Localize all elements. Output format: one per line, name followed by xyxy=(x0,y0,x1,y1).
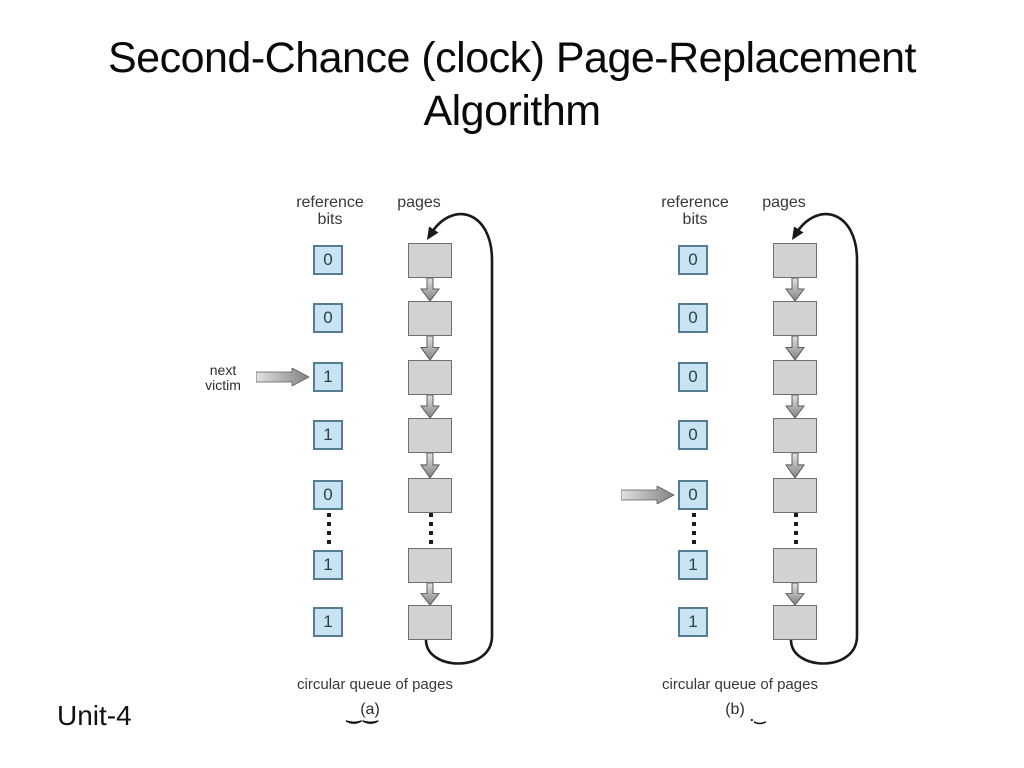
reference-bit-box: 0 xyxy=(678,420,708,450)
pages-header: pages xyxy=(397,194,441,211)
reference-bit-value: 0 xyxy=(688,308,698,327)
ellipsis-dots xyxy=(692,513,696,544)
reference-bits-header-line2: bits xyxy=(317,211,343,228)
diagram-b: reference bits pages 0 0 0 0 0 1 1 circular qu… xyxy=(565,190,865,738)
caption-a: (a) xyxy=(360,701,380,718)
reference-bits-header: reference bits xyxy=(270,194,390,228)
victim-pointer-arrow xyxy=(256,368,310,386)
next-victim-label-line: next xyxy=(209,362,237,378)
obscured-footer-text-fragment: .‿ xyxy=(750,709,767,724)
reference-bit-value: 0 xyxy=(323,485,333,504)
reference-bit-box: 1 xyxy=(313,420,343,450)
page-frame-box xyxy=(773,605,817,640)
slide-title: Second-Chance (clock) Page-Replacement A… xyxy=(0,32,1024,138)
reference-bits-header: reference bits xyxy=(635,194,755,228)
page-frame-box xyxy=(773,548,817,583)
page-link-arrow-down xyxy=(785,583,805,606)
reference-bit-box: 0 xyxy=(678,245,708,275)
page-link-arrow-down xyxy=(420,278,440,302)
reference-bit-value: 0 xyxy=(323,308,333,327)
slide-title-line2: Algorithm xyxy=(423,87,601,135)
reference-bit-value: 0 xyxy=(688,485,698,504)
reference-bit-box: 0 xyxy=(313,303,343,333)
page-frame-box xyxy=(773,418,817,453)
page-link-arrow-down xyxy=(785,336,805,361)
page-frame-box xyxy=(773,478,817,513)
reference-bit-value: 0 xyxy=(688,425,698,444)
reference-bit-value: 1 xyxy=(323,612,333,631)
page-link-arrow-down xyxy=(785,278,805,302)
unit-label: Unit-4 xyxy=(57,700,132,731)
page-frame-box xyxy=(408,243,452,278)
page-link-arrow-down xyxy=(420,336,440,361)
reference-bit-box: 1 xyxy=(678,550,708,580)
slide-title-line1: Second-Chance (clock) Page-Replacement xyxy=(108,34,916,82)
page-frame-box xyxy=(408,301,452,336)
reference-bit-value: 1 xyxy=(688,555,698,574)
pages-header: pages xyxy=(762,194,806,211)
reference-bit-box: 0 xyxy=(313,480,343,510)
next-victim-label-line: victim xyxy=(205,377,241,393)
queue-label: circular queue of pages xyxy=(662,676,818,693)
reference-bits-header-line1: reference xyxy=(296,194,364,211)
obscured-footer-text-fragment: ‿‿ xyxy=(347,704,381,723)
page-link-arrow-down xyxy=(785,453,805,479)
reference-bit-box: 0 xyxy=(678,480,708,510)
reference-bit-box: 1 xyxy=(313,607,343,637)
page-link-arrow-down xyxy=(420,395,440,419)
reference-bits-header-line1: reference xyxy=(661,194,729,211)
reference-bit-box: 1 xyxy=(313,550,343,580)
page-frame-box xyxy=(408,418,452,453)
diagram-b-rows: 0 0 0 0 0 1 1 xyxy=(565,190,865,738)
circular-queue-loop-arrow xyxy=(424,213,494,665)
queue-label: circular queue of pages xyxy=(297,676,453,693)
reference-bit-value: 0 xyxy=(688,367,698,386)
reference-bit-box: 0 xyxy=(678,362,708,392)
page-frame-box xyxy=(408,360,452,395)
reference-bit-value: 1 xyxy=(688,612,698,631)
page-frame-box xyxy=(408,548,452,583)
ellipsis-dots xyxy=(429,513,433,544)
reference-bit-value: 1 xyxy=(323,555,333,574)
page-link-arrow-down xyxy=(420,453,440,479)
reference-bit-value: 1 xyxy=(323,425,333,444)
reference-bit-box: 1 xyxy=(678,607,708,637)
reference-bit-value: 1 xyxy=(323,367,333,386)
page-link-arrow-down xyxy=(785,395,805,419)
reference-bit-box: 0 xyxy=(313,245,343,275)
page-frame-box xyxy=(773,301,817,336)
circular-queue-loop-arrow xyxy=(789,213,859,665)
page-frame-box xyxy=(773,243,817,278)
reference-bit-box: 0 xyxy=(678,303,708,333)
loop-arrowhead xyxy=(792,226,804,240)
caption-b: (b) xyxy=(725,701,745,718)
loop-arrowhead xyxy=(427,226,439,240)
victim-pointer-arrow xyxy=(621,486,675,504)
reference-bit-value: 0 xyxy=(688,250,698,269)
ellipsis-dots xyxy=(794,513,798,544)
ellipsis-dots xyxy=(327,513,331,544)
page-link-arrow-down xyxy=(420,583,440,606)
page-frame-box xyxy=(408,605,452,640)
reference-bit-box: 1 xyxy=(313,362,343,392)
reference-bits-header-line2: bits xyxy=(682,211,708,228)
reference-bit-value: 0 xyxy=(323,250,333,269)
page-frame-box xyxy=(408,478,452,513)
page-frame-box xyxy=(773,360,817,395)
